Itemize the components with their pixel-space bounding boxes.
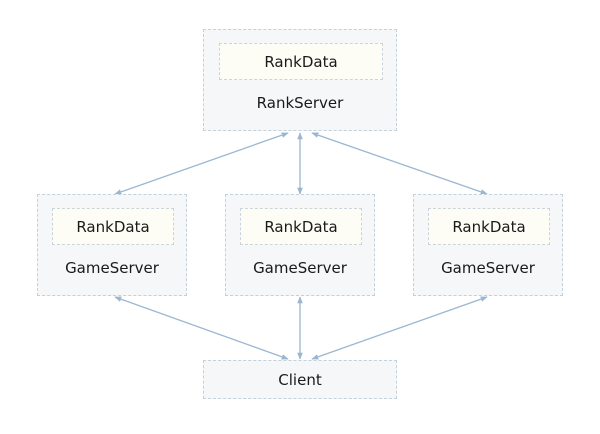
game-server-1-label: GameServer [65, 259, 159, 277]
rank-server-label: RankServer [256, 94, 344, 112]
client-node: Client [203, 360, 397, 399]
arrow-gameserver-3-client [311, 296, 488, 360]
rank-server-rankdata-box: RankData [219, 43, 383, 80]
game-server-1-rankdata-box: RankData [52, 208, 174, 245]
arrow-rankserver-gameserver-3 [311, 132, 488, 195]
client-label: Client [278, 370, 322, 389]
game-server-3-label: GameServer [441, 259, 535, 277]
game-server-node-3: RankData GameServer [413, 194, 563, 296]
game-server-2-rankdata-label: RankData [264, 217, 338, 236]
rank-server-node: RankData RankServer [203, 29, 397, 131]
rank-server-rankdata-label: RankData [264, 52, 338, 71]
arrow-gameserver-1-client [114, 296, 289, 360]
game-server-3-rankdata-box: RankData [428, 208, 550, 245]
game-server-2-label: GameServer [253, 259, 347, 277]
game-server-node-1: RankData GameServer [37, 194, 187, 296]
game-server-node-2: RankData GameServer [225, 194, 375, 296]
game-server-3-rankdata-label: RankData [452, 217, 526, 236]
game-server-2-rankdata-box: RankData [240, 208, 362, 245]
game-server-1-rankdata-label: RankData [76, 217, 150, 236]
arrow-rankserver-gameserver-1 [114, 132, 289, 195]
